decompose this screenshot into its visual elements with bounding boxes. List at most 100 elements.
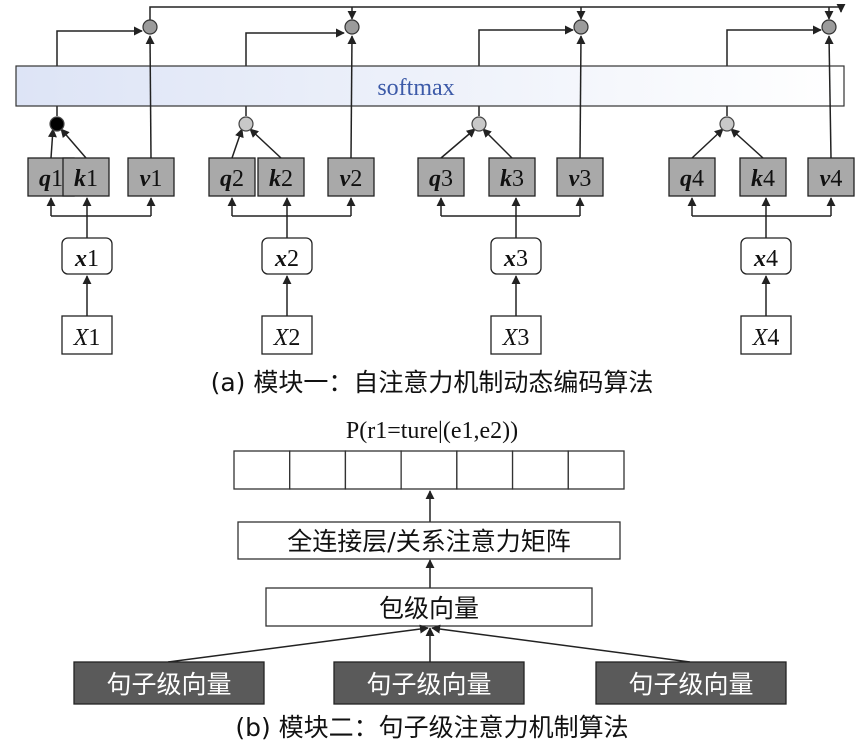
- output-vector-cell: [511, 450, 569, 490]
- arrow-k1-to-score: [60, 128, 87, 159]
- v2-index: 2: [350, 166, 362, 192]
- x4-symbol: x: [753, 246, 766, 272]
- arrow-q2-to-score: [231, 128, 244, 159]
- q1-index: 1: [51, 166, 63, 192]
- v2-label: v2: [340, 166, 363, 192]
- v1-symbol: v: [140, 166, 151, 192]
- v3-label: v3: [569, 166, 592, 192]
- X1-label: X1: [73, 325, 101, 351]
- output-dot-2: [344, 19, 360, 35]
- q3-box: q3: [417, 157, 465, 197]
- v3-symbol: v: [569, 166, 580, 192]
- q3-label: q3: [429, 166, 453, 192]
- arrow-k3-to-score: [482, 128, 513, 159]
- q1-label: q1: [39, 166, 63, 192]
- output-vector-cell: [344, 450, 402, 490]
- output-dot-3: [573, 19, 589, 35]
- sentence-vector-label: 句子级向量: [106, 670, 231, 699]
- output-vector: [233, 450, 625, 490]
- k1-box: k1: [62, 157, 110, 197]
- k1-label: k1: [74, 166, 98, 192]
- k3-box: k3: [488, 157, 536, 197]
- k2-box: k2: [257, 157, 305, 197]
- fc-layer-box: 全连接层/关系注意力矩阵: [237, 521, 621, 560]
- X1-symbol: X: [73, 325, 90, 351]
- arrow-k4-to-score: [730, 128, 764, 159]
- fc-layer-label: 全连接层/关系注意力矩阵: [287, 527, 570, 556]
- sentence-vector-label: 句子级向量: [366, 670, 491, 699]
- v2-box: v2: [327, 157, 375, 197]
- arrow-v2-to-output: [347, 35, 357, 159]
- q4-index: 4: [692, 166, 704, 192]
- v4-symbol: v: [820, 166, 831, 192]
- v2-symbol: v: [340, 166, 351, 192]
- k2-index: 2: [281, 166, 293, 192]
- sentence-vector-box-3: 句子级向量: [595, 661, 787, 705]
- sentence-vector-box-2: 句子级向量: [333, 661, 525, 705]
- k3-label: k3: [500, 166, 524, 192]
- q1-symbol: q: [39, 166, 51, 192]
- X2-symbol: X: [273, 325, 290, 351]
- attention-score-dot-2: [238, 116, 254, 132]
- x4-box: x4: [740, 237, 792, 275]
- arrow-k2-to-score: [249, 128, 282, 159]
- v4-box: v4: [807, 157, 855, 197]
- X1-index: 1: [88, 325, 100, 351]
- x4-label: x4: [753, 246, 778, 272]
- arrow-q1-to-score: [47, 128, 57, 159]
- output-dot-1: [142, 19, 158, 35]
- bag-vector-label: 包级向量: [379, 594, 479, 623]
- output-probability-label: P(r1=ture|(e1,e2)): [346, 418, 518, 444]
- x2-label: x2: [274, 246, 299, 272]
- q2-label: q2: [220, 166, 244, 192]
- k3-index: 3: [512, 166, 524, 192]
- v3-box: v3: [556, 157, 604, 197]
- arrow-q4-to-score: [691, 128, 724, 159]
- arrow-q3-to-score: [440, 128, 476, 159]
- k4-symbol: k: [751, 166, 763, 192]
- k3-symbol: k: [500, 166, 512, 192]
- X2-index: 2: [288, 325, 300, 351]
- k4-label: k4: [751, 166, 775, 192]
- sentence-vector-label: 句子级向量: [628, 670, 753, 699]
- k2-label: k2: [269, 166, 293, 192]
- output-dot-4: [821, 19, 837, 35]
- x4-index: 4: [766, 246, 778, 272]
- x2-box: x2: [261, 237, 313, 275]
- caption-a: (a) 模块一：自注意力机制动态编码算法: [211, 368, 654, 397]
- sentence-vectors: 句子级向量 句子级向量 句子级向量: [73, 661, 787, 705]
- k4-box: k4: [739, 157, 787, 197]
- X1-input-box: X1: [61, 315, 113, 355]
- X4-input-box: X4: [740, 315, 792, 355]
- X3-symbol: X: [502, 325, 519, 351]
- sentence-to-bag-lines: [167, 624, 691, 663]
- k2-symbol: k: [269, 166, 281, 192]
- x1-index: 1: [87, 246, 99, 272]
- v4-index: 4: [830, 166, 842, 192]
- attention-score-dot-4: [719, 116, 735, 132]
- attention-score-dot-3: [471, 116, 487, 132]
- X4-symbol: X: [752, 325, 769, 351]
- q2-index: 2: [232, 166, 244, 192]
- X3-input-box: X3: [490, 315, 542, 355]
- q3-symbol: q: [429, 166, 441, 192]
- top-bus-right: [149, 3, 846, 20]
- v4-label: v4: [820, 166, 843, 192]
- q2-box: q2: [208, 157, 256, 197]
- v3-index: 3: [579, 166, 591, 192]
- arrow-v3-to-output: [576, 35, 586, 159]
- X3-label: X3: [502, 325, 530, 351]
- x2-symbol: x: [274, 246, 287, 272]
- v1-label: v1: [140, 166, 163, 192]
- x1-symbol: x: [74, 246, 87, 272]
- output-vector-cell: [567, 450, 625, 490]
- q4-label: q4: [680, 166, 704, 192]
- arrow-v4-to-output: [824, 35, 834, 159]
- q2-symbol: q: [220, 166, 232, 192]
- output-vector-cell: [456, 450, 514, 490]
